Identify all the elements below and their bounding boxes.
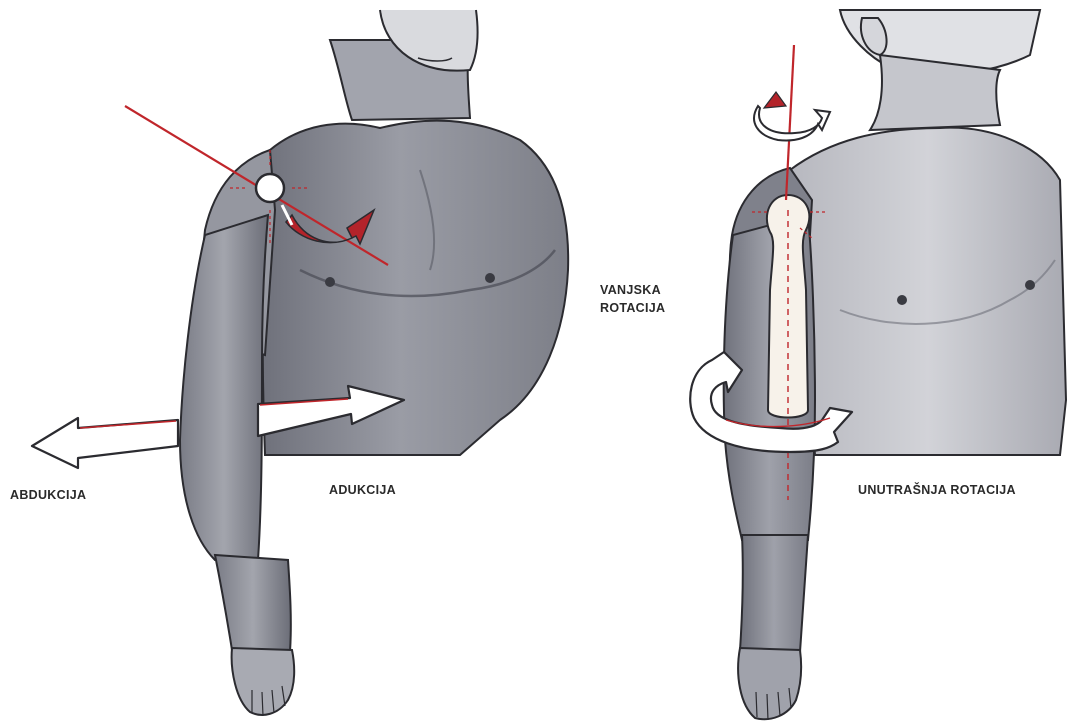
abduction-label: ABDUKCIJA	[10, 487, 86, 504]
internal-rotation-label: UNUTRAŠNJA ROTACIJA	[858, 482, 1016, 499]
left-upper-arm	[180, 215, 268, 560]
left-figure	[32, 10, 568, 716]
arrow-left-icon	[32, 418, 178, 468]
external-rotation-label-line2: ROTACIJA	[600, 300, 665, 317]
adduction-label: ADUKCIJA	[329, 482, 396, 499]
left-forearm	[215, 555, 291, 652]
external-rotation-label-line1: VANJSKA	[600, 282, 661, 299]
right-forearm	[740, 535, 808, 652]
right-figure	[690, 10, 1066, 720]
right-hand	[738, 648, 801, 719]
joint-circle-icon	[256, 174, 284, 202]
